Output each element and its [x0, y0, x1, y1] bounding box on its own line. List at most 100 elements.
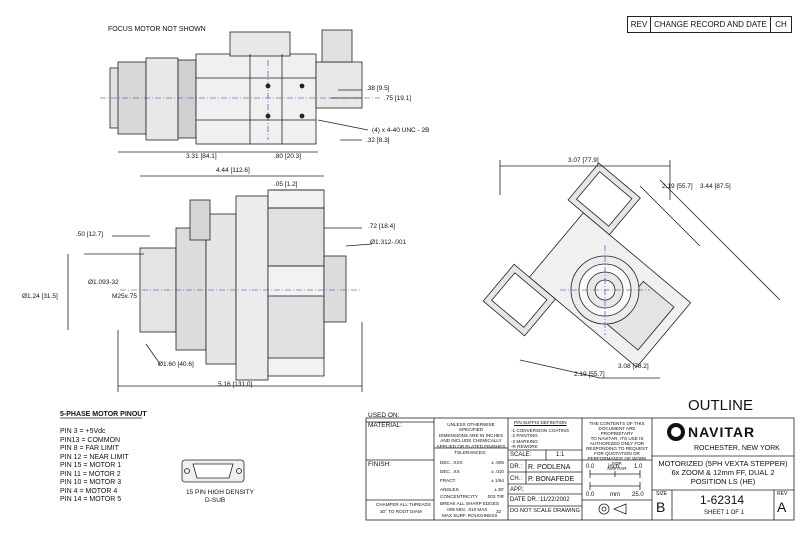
- proprietary-note: THE CONTENTS OF THIS DOCUMENT ARE PROPRI…: [584, 421, 650, 471]
- proprietary-line: RESPONDING TO REQUEST: [586, 446, 648, 451]
- drawn-by-label: DR.:: [510, 464, 522, 470]
- drawing-title: OUTLINE: [688, 397, 754, 414]
- pn-suffix-title: P/N SUFFIX DEFINITION: [514, 420, 567, 425]
- rev-label: REV: [777, 491, 788, 497]
- company-location: ROCHESTER, NEW YORK: [694, 445, 780, 452]
- proprietary-line: PERFORMANCE OF WORK FOR: [587, 456, 647, 466]
- dim-side-124: Ø1.24 [31.5]: [22, 293, 58, 300]
- unless-line: APPLIED OR PLATED FINISHES: [436, 443, 506, 449]
- unless-line: SPECIFIED: [458, 427, 484, 433]
- dim-rot-308: 3.08 [78.2]: [618, 363, 649, 370]
- tolerance-row: CONCENTRICITY.003 TIR: [440, 494, 504, 499]
- dim-side-05: .05 [1.2]: [274, 181, 298, 188]
- pin-row: PIN13 = COMMON: [60, 436, 121, 444]
- used-on-label: USED ON:: [368, 412, 400, 419]
- description-line: MOTORIZED (5PH VEXTA STEPPER): [658, 459, 788, 468]
- unless-note: UNLESS OTHERWISE SPECIFIED DIMENSIONS AR…: [436, 422, 506, 449]
- tolerances-label: TOLERANCES:: [454, 450, 487, 455]
- chamfer-note-2: 30° TO ROOT DIAM: [380, 509, 422, 514]
- dim-side-444: 4.44 [112.6]: [216, 167, 250, 174]
- surface-roughness-value: 32: [496, 509, 502, 514]
- pin-row: PIN 4 = MOTOR 4: [60, 487, 118, 495]
- rev-value: A: [777, 499, 787, 515]
- approved-label: APP.:: [510, 487, 525, 493]
- navitar-logo-mark: [667, 423, 685, 441]
- tolerance-row: DEC. .XXX± .005: [440, 460, 504, 465]
- pin-row: PIN 3 = +5Vdc: [60, 428, 106, 435]
- date-value: 11/22/2002: [540, 497, 570, 503]
- focus-motor-note: FOCUS MOTOR NOT SHOWN: [108, 26, 206, 33]
- dim-side-1312: Ø1.312-.001: [370, 239, 407, 246]
- pinout-list: PIN 3 = +5Vdc PIN13 = COMMON PIN 8 = FAR…: [60, 428, 170, 505]
- unless-line: UNLESS OTHERWISE: [447, 422, 495, 427]
- scale-bar-mm-end: 25.0: [632, 492, 644, 498]
- scale-bar-inch-end: 1.0: [634, 464, 643, 470]
- proprietary-line: TO NAVITAR, ITS USE IS: [590, 436, 644, 441]
- pn-suffix-row: -3 MARKING: [511, 438, 538, 444]
- pn-suffix-row: -R REWORK: [511, 444, 538, 450]
- proprietary-line: FOR QUOTATION OR: [594, 451, 640, 456]
- pin-row: PIN 15 = MOTOR 1: [60, 462, 122, 469]
- proprietary-line: DOCUMENT ARE PROPRIETARY: [598, 426, 636, 436]
- pin-row: PIN 12 = NEAR LIMIT: [60, 453, 129, 461]
- scale-label: SCALE:: [510, 452, 532, 458]
- proprietary-line: AUTHORIZED ONLY FOR: [589, 441, 645, 446]
- scale-bar-mm-start: 0.0: [586, 492, 595, 498]
- description-line: POSITION LS (HE): [690, 477, 756, 486]
- dim-side-72: .72 [18.4]: [368, 223, 396, 230]
- pn-suffix-row: -2 PAINTING: [511, 433, 538, 439]
- tolerance-table: DEC. .XXX± .005 DEC. .XX± .010 FRACT.± 1…: [440, 458, 504, 500]
- scale-bar-inch-start: 0.0: [586, 464, 595, 470]
- scale-bar-inch-unit: inch: [608, 464, 620, 470]
- pin-row: PIN 8 = FAR LIMIT: [60, 445, 119, 452]
- tolerance-row: ANGLES± 30': [440, 487, 504, 492]
- dim-top-holes: (4) x 4-40 UNC - 2B: [372, 127, 430, 134]
- dim-rot-219b: 2.19 [55.7]: [574, 371, 605, 378]
- dsub-connector-shape: [181, 459, 245, 483]
- ch-header: CH: [770, 16, 792, 33]
- checked-by-value: P. BONAFEDE: [528, 476, 575, 483]
- finish-label: FINISH:: [368, 461, 392, 468]
- dim-top-32: .32 [8.3]: [366, 137, 390, 144]
- dim-rot-219a: 2.19 [55.7]: [662, 183, 693, 190]
- drawn-by-value: R. PODLENA: [528, 464, 571, 471]
- material-label: MATERIAL:: [368, 422, 402, 429]
- size-value: B: [656, 499, 666, 515]
- description-line: 6x ZOOM & 12mm FF, DUAL 2: [671, 468, 775, 477]
- dim-top-80: .80 [20.3]: [274, 153, 302, 160]
- dim-rot-344: 3.44 [87.5]: [700, 183, 731, 190]
- size-label: SIZE: [656, 491, 668, 497]
- checked-by-label: CH.:: [510, 476, 522, 482]
- dim-side-m25: M25x.75: [112, 293, 137, 300]
- do-not-scale-note: DO NOT SCALE DRAWING: [510, 508, 580, 514]
- pinout-title: 5-PHASE MOTOR PINOUT: [60, 411, 147, 418]
- chamfer-note: CHAMFER ALL THREADS: [376, 502, 431, 507]
- pin-row: PIN 11 = MOTOR 2: [60, 470, 121, 478]
- proprietary-line: NAVITAR: [607, 466, 627, 471]
- pn-suffix-list: -1 CONVERSION COATING -2 PAINTING -3 MAR…: [511, 428, 569, 450]
- pin-row: PIN 14 = MOTOR 5: [60, 496, 122, 503]
- connector-label-2: D-SUB: [205, 497, 226, 504]
- dim-side-50: .50 [12.7]: [76, 231, 104, 238]
- unless-line: AND INCLUDE CHEMICALLY: [440, 438, 502, 444]
- part-description: MOTORIZED (5PH VEXTA STEPPER) 6x ZOOM & …: [652, 459, 794, 486]
- scale-value: 1:1: [556, 452, 565, 458]
- proprietary-line: THE CONTENTS OF THIS: [589, 421, 645, 426]
- break-edges-note-2: .005 MIN. .010 MAX: [446, 507, 488, 512]
- dim-side-516: 5.16 [131.0]: [218, 381, 253, 388]
- tolerance-row: DEC. .XX± .010: [440, 469, 504, 474]
- break-edges-note: BREAK ALL SHARP EDGES: [440, 501, 499, 506]
- connector-label-1: 15 PIN HIGH DENSITY: [186, 489, 254, 496]
- top-view-lens: [109, 29, 363, 145]
- pin-row: PIN 10 = MOTOR 3: [60, 479, 122, 486]
- company-logo: NAVITAR: [688, 424, 756, 440]
- date-label: DATE DR.:: [510, 497, 540, 503]
- drawing-number: 1-62314: [700, 493, 745, 507]
- dim-top-75: .75 [19.1]: [384, 95, 412, 102]
- dim-top-331: 3.31 [84.1]: [186, 153, 217, 160]
- tolerance-row: FRACT.± 1/64: [440, 478, 504, 483]
- surface-roughness-note: MAX SURF. ROUGHNESS: [442, 513, 498, 518]
- dim-rot-307: 3.07 [77.9]: [568, 157, 599, 164]
- scale-bar-mm-unit: mm: [610, 492, 620, 498]
